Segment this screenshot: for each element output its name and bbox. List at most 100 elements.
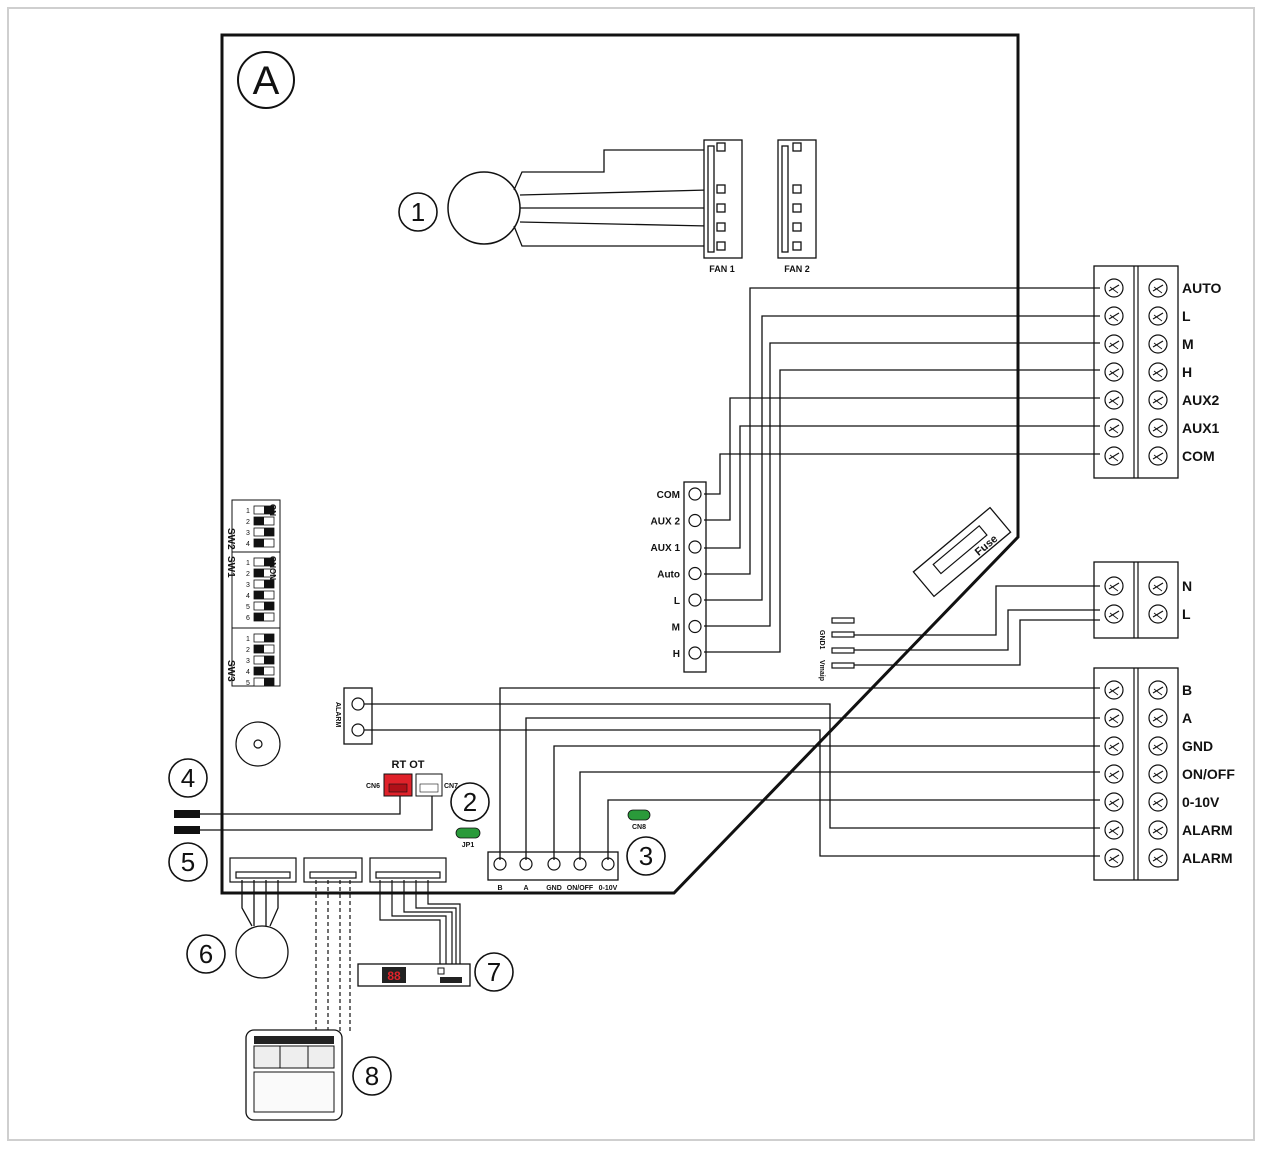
display-button — [437, 967, 445, 975]
bottom-pin-label: A — [523, 885, 528, 892]
callout-circle — [186, 934, 226, 974]
jp1-jumper — [455, 827, 481, 839]
fan-wires — [513, 149, 709, 247]
terminal-label: B — [1182, 682, 1192, 698]
board-label: A — [253, 59, 280, 103]
tb-power-body — [1093, 561, 1179, 639]
fan1-label: FAN 1 — [709, 264, 735, 274]
callout-number: 7 — [487, 957, 501, 987]
fan-motor — [447, 171, 521, 245]
onon-label: ONON — [268, 556, 277, 580]
display-screen — [382, 967, 406, 983]
jp1-label: JP1 — [462, 842, 475, 849]
terminal-label: AUX1 — [1182, 420, 1220, 436]
terminal-label: AUX2 — [1182, 392, 1220, 408]
display-wires — [379, 880, 461, 966]
dip-knob — [264, 558, 274, 566]
dip-number: 3 — [246, 582, 250, 589]
dip-number: 2 — [246, 519, 250, 526]
bottom-pin-label: ON/OFF — [567, 885, 594, 892]
terminal-label: N — [1182, 578, 1192, 594]
dip-number: 4 — [246, 593, 250, 600]
dip-knob — [254, 569, 264, 577]
dip-number: 3 — [246, 658, 250, 665]
column-pin-label: AUX 1 — [651, 543, 681, 554]
control-wires — [704, 287, 1100, 653]
cn6-label: CN6 — [366, 783, 380, 790]
cn8-label: CN8 — [632, 824, 646, 831]
callout-number: 5 — [181, 847, 195, 877]
cn7-label: CN7 — [444, 783, 458, 790]
callout-number: 2 — [463, 787, 477, 817]
terminal-label: L — [1182, 606, 1191, 622]
callout-circle — [474, 952, 514, 992]
gnd1-label: GND1 — [818, 630, 825, 650]
alarm-pin-2 — [351, 723, 365, 737]
dip-number: 1 — [246, 508, 250, 515]
fuse: Fuse — [912, 506, 1012, 598]
column-pin — [688, 540, 702, 554]
dip-knob — [254, 517, 264, 525]
terminal-label: ALARM — [1182, 850, 1233, 866]
dip-knob — [264, 506, 274, 514]
callout-circle — [168, 758, 208, 798]
bottom-pin-label: B — [497, 885, 502, 892]
column-pin — [688, 646, 702, 660]
alarm-label: ALARM — [334, 702, 341, 727]
power-pins — [831, 617, 855, 669]
dip-knob — [254, 539, 264, 547]
dip-knob — [264, 634, 274, 642]
dip-number: 2 — [246, 571, 250, 578]
dip-knob — [264, 656, 274, 664]
buzzer-center — [253, 739, 263, 749]
column-pin — [688, 566, 702, 581]
alarm-pin-1 — [351, 697, 365, 711]
terminal-label: M — [1182, 336, 1194, 352]
motor-6 — [235, 925, 289, 979]
callout-circle — [168, 842, 208, 882]
terminal-label: GND — [1182, 738, 1213, 754]
dip-number: 4 — [246, 669, 250, 676]
dip-number: 4 — [246, 541, 250, 548]
terminal-label: COM — [1182, 448, 1215, 464]
remote-controller — [245, 1029, 343, 1121]
dip-number: 3 — [246, 530, 250, 537]
column-pin — [688, 513, 702, 528]
dip-knob — [254, 613, 264, 621]
callout-circle — [352, 1056, 392, 1096]
fan1-connector — [703, 139, 743, 259]
bottom-pin-label: 0-10V — [599, 885, 618, 892]
terminal-label: 0-10V — [1182, 794, 1220, 810]
remote-dashed-wires — [315, 880, 351, 1032]
display-digits: 88 — [387, 969, 401, 983]
cn8-jumper — [627, 809, 651, 821]
callout-number: 1 — [411, 197, 425, 227]
rt-ot-label: RT OT — [392, 759, 425, 771]
sensor-probe-4 — [174, 810, 200, 818]
terminal-label: H — [1182, 364, 1192, 380]
pcb-board-outline — [220, 33, 1020, 895]
column-pin-label: COM — [657, 490, 680, 501]
rt-connector-inner — [388, 783, 408, 793]
column-pin — [688, 487, 702, 501]
motor-6-wires — [241, 880, 279, 927]
board-label-circle — [237, 51, 295, 109]
sw3-label: SW3 — [225, 660, 236, 682]
sensor-probe-5 — [174, 826, 200, 834]
callout-circle — [398, 192, 438, 232]
callout-number: 4 — [181, 763, 195, 793]
terminal-block-power: NL — [1093, 561, 1192, 639]
dip-number: 2 — [246, 647, 250, 654]
dip-knob — [264, 528, 274, 536]
dip-knob — [264, 678, 274, 686]
dip-knob — [254, 667, 264, 675]
vmaip-label: Vmaip — [818, 660, 825, 681]
dip-knob — [254, 591, 264, 599]
dip-number: 5 — [246, 680, 250, 687]
sw2-label: SW2 — [225, 528, 236, 550]
